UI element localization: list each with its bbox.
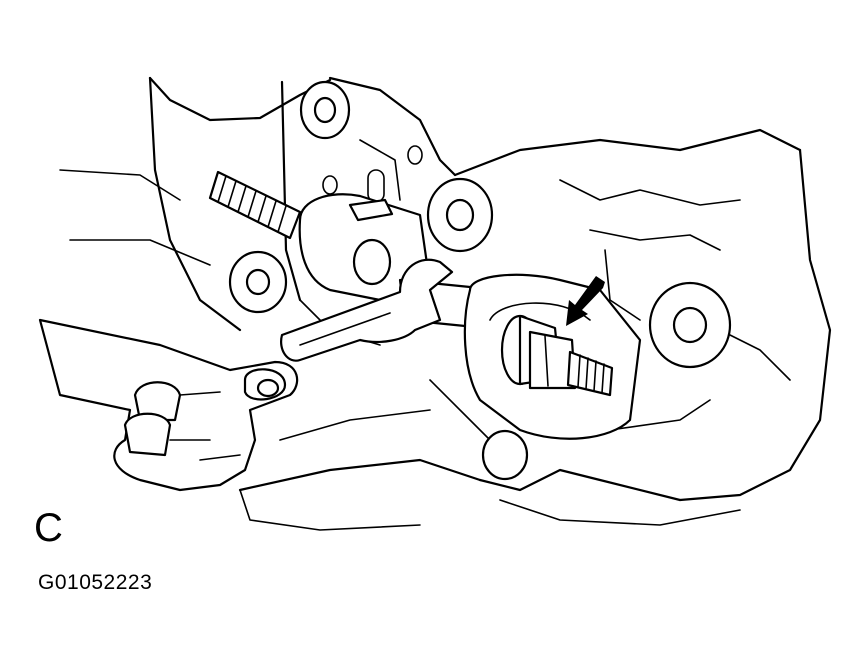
mounting-boss-right: [648, 281, 732, 369]
mounting-boss-lower: [481, 429, 529, 481]
hex-nut: [500, 314, 577, 390]
tool-barrel: [298, 193, 432, 302]
figure-code: G01052223: [38, 571, 153, 594]
mounting-boss-center: [426, 177, 494, 253]
slot-openings: [322, 145, 423, 203]
view-label: C: [34, 506, 63, 550]
mounting-boss-left: [228, 250, 288, 314]
mounting-boss-top: [299, 80, 351, 140]
open-end-wrench: [280, 258, 454, 362]
threaded-bolt: [208, 170, 302, 240]
hand: [38, 318, 299, 492]
indicator-arrow: [566, 276, 605, 326]
housing-outline: [59, 76, 832, 531]
threaded-stud: [566, 350, 614, 397]
